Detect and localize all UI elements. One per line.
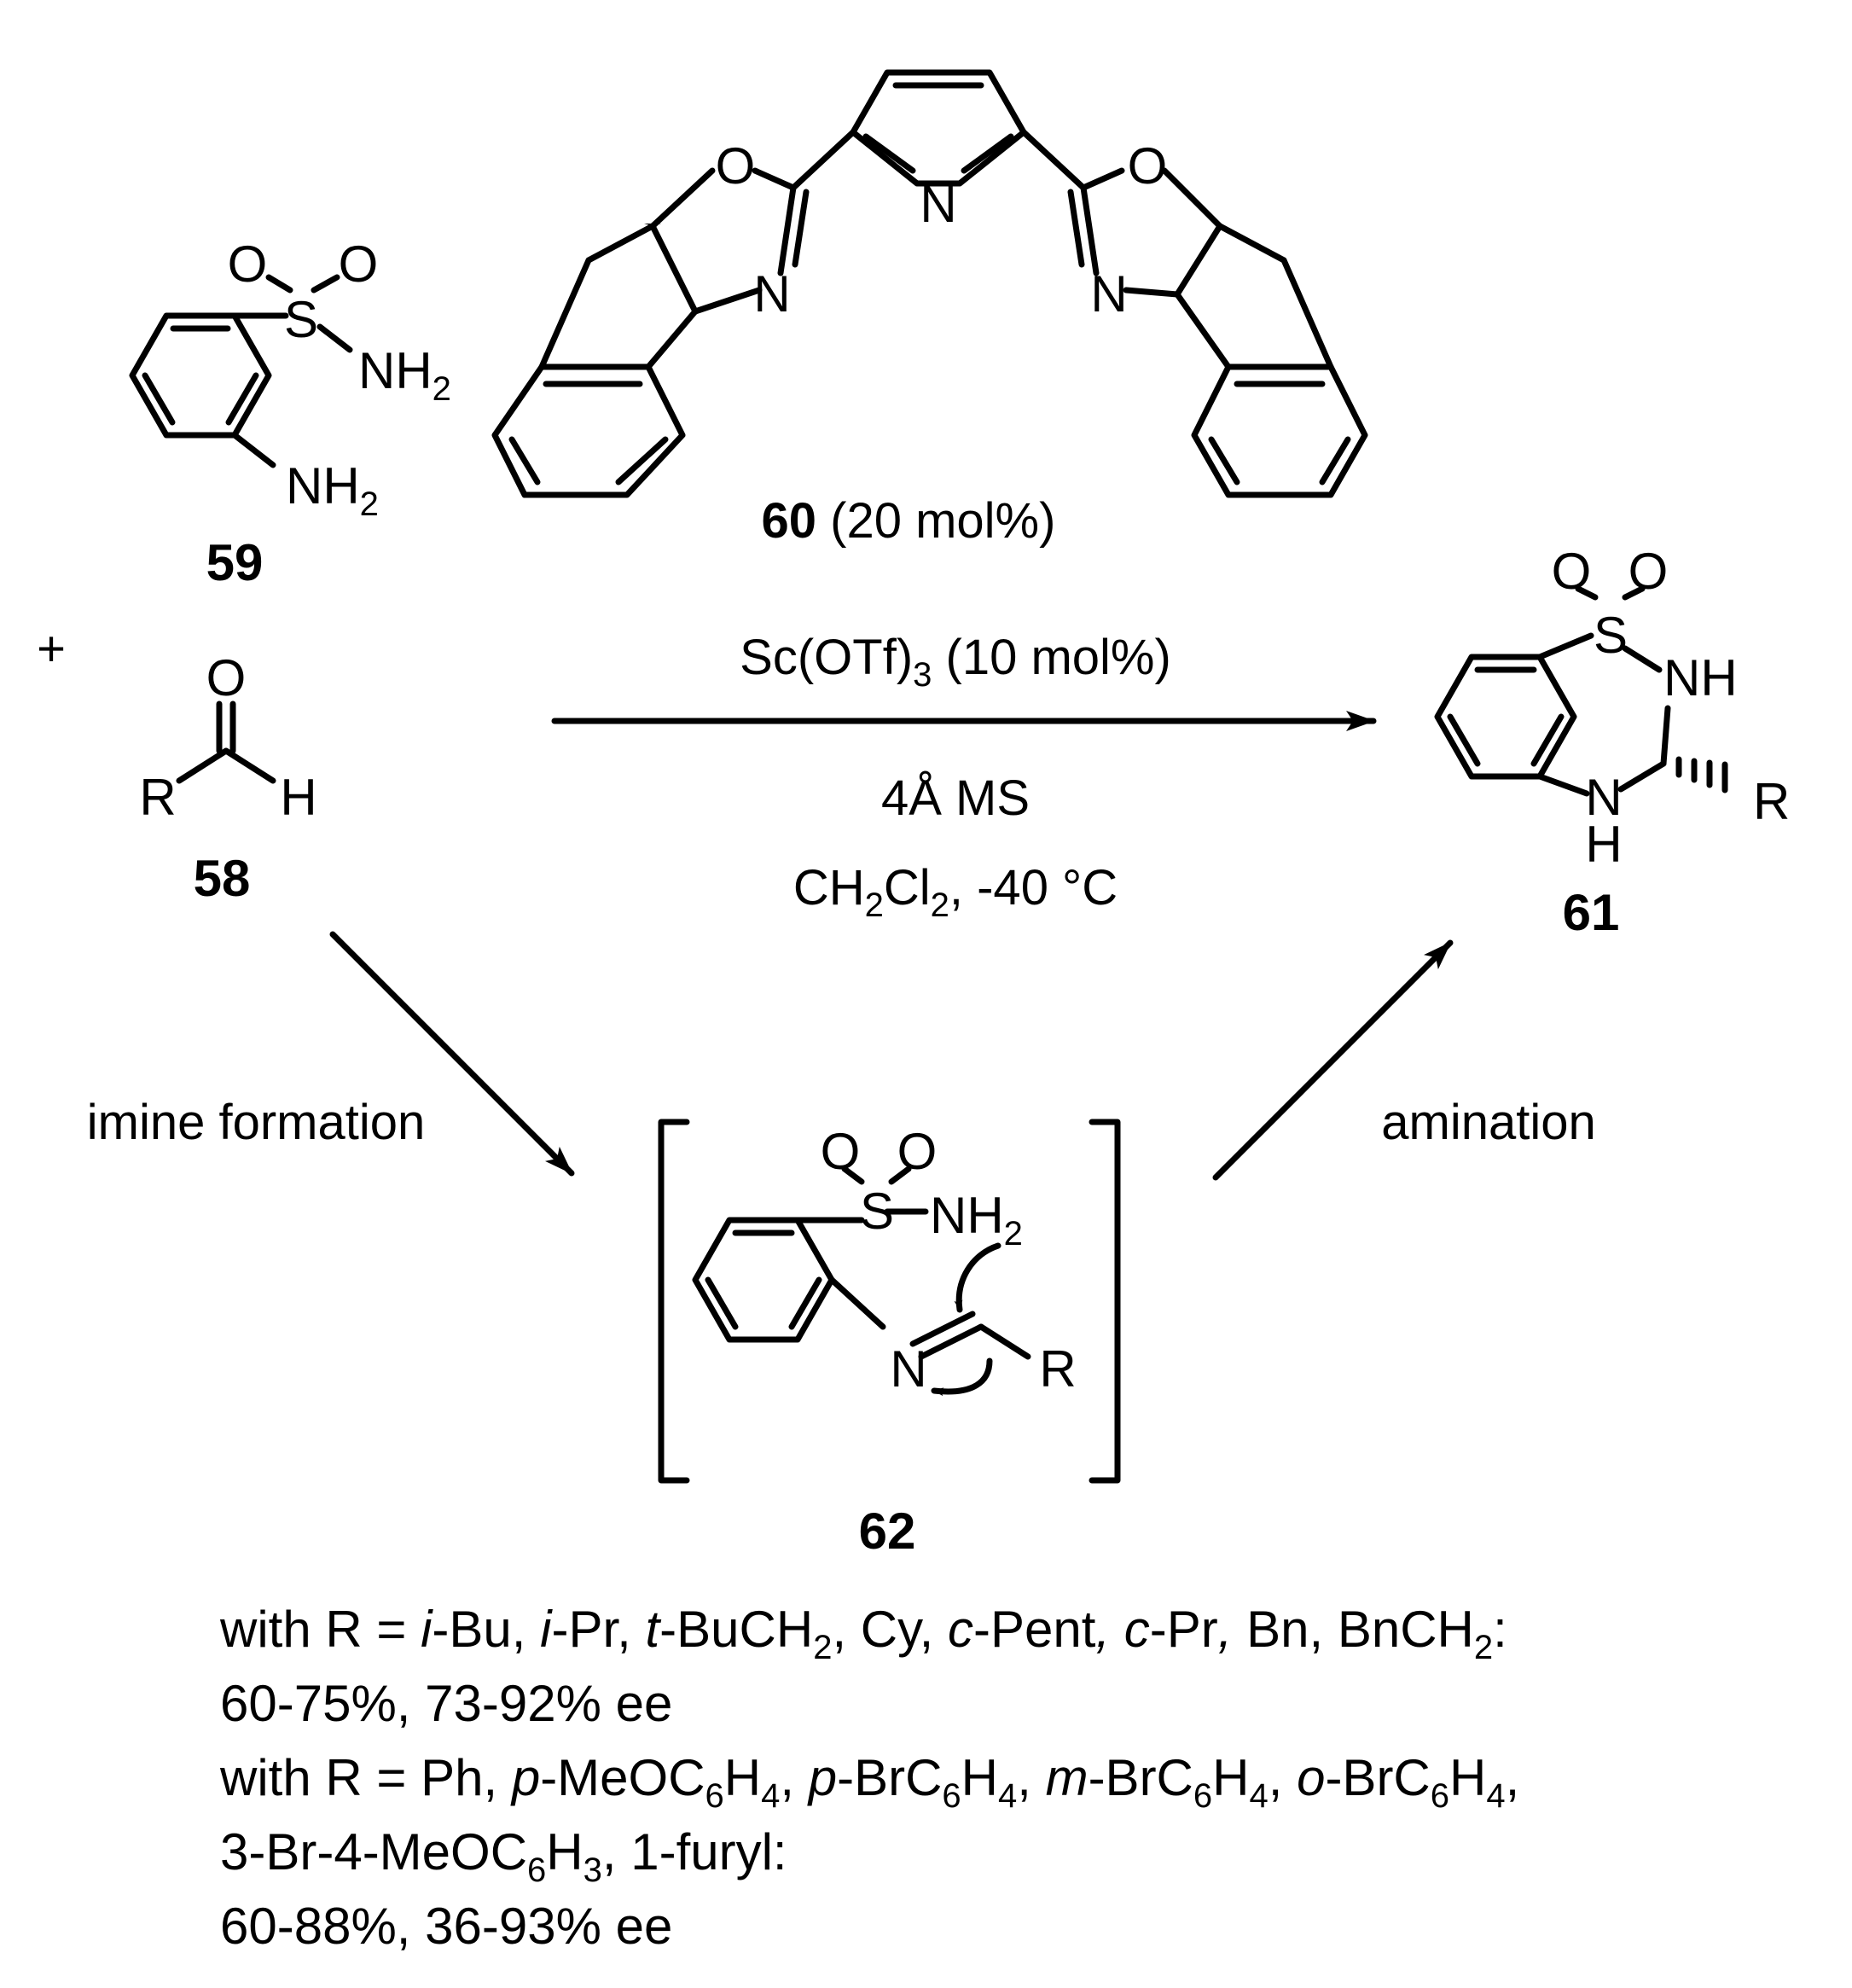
compound-label-60: 60 (20 mol%) xyxy=(762,493,1056,549)
oxygen-atom: O xyxy=(1552,543,1592,600)
oxygen-atom: O xyxy=(339,235,379,293)
scope-line-4: 3-Br-4-MeOC6H3, 1-furyl: xyxy=(220,1823,787,1889)
oxygen-atom: O xyxy=(897,1123,938,1180)
aldehyde-hydrogen: H xyxy=(280,769,316,826)
oxazoline-oxygen: O xyxy=(1128,137,1168,195)
oxazoline-oxygen: O xyxy=(716,137,756,195)
left-indanyl-oxazoline xyxy=(491,129,856,498)
oxazoline-nitrogen: N xyxy=(1090,265,1127,323)
scope-line-5: 60-88%, 36-93% ee xyxy=(220,1898,672,1955)
compound-60: N O N xyxy=(491,69,1368,549)
nh2-group: NH2 xyxy=(930,1187,1023,1253)
solvent-temperature-condition: CH2Cl2, -40 °C xyxy=(793,860,1118,924)
scope-line-3: with R = Ph, p-MeOC6H4, p-BrC6H4, m-BrC6… xyxy=(219,1749,1519,1815)
curved-arrow-electron xyxy=(931,1357,993,1397)
r-group: R xyxy=(1753,773,1790,830)
benzene-ring-59 xyxy=(129,312,272,439)
amine-nh2: NH2 xyxy=(286,457,379,523)
scope-line-1: with R = i-Bu, i-Pr, t-BuCH2, Cy, c-Pent… xyxy=(219,1601,1507,1666)
compound-58: O R H 58 xyxy=(139,649,316,907)
hashed-wedge-bond xyxy=(1675,756,1728,793)
oxazoline-nitrogen: N xyxy=(753,265,790,323)
right-indanyl-oxazoline xyxy=(1020,129,1368,498)
curved-arrow-attack xyxy=(954,1242,1001,1313)
pyridine-nitrogen: N xyxy=(920,176,956,233)
sulfur-atom: S xyxy=(284,291,318,348)
compound-61: O O S NH N H R 61 xyxy=(1434,543,1790,941)
imine-nitrogen: N xyxy=(890,1340,926,1398)
r-group: R xyxy=(1039,1340,1076,1398)
oxygen-atom: O xyxy=(228,235,268,293)
compound-label-59: 59 xyxy=(206,534,264,591)
sulfur-atom: S xyxy=(1594,607,1628,664)
oxygen-atom: O xyxy=(1628,543,1669,600)
amination-arrow xyxy=(1212,939,1454,1181)
catalyst-condition: Sc(OTf)3 (10 mol%) xyxy=(740,630,1171,694)
imine-formation-label: imine formation xyxy=(87,1095,425,1150)
scope-line-2: 60-75%, 73-92% ee xyxy=(220,1675,672,1732)
amination-label: amination xyxy=(1381,1095,1595,1150)
compound-label-62: 62 xyxy=(859,1503,916,1560)
molecular-sieves-condition: 4Å MS xyxy=(881,770,1030,826)
nitrogen-atom: N xyxy=(1585,769,1622,826)
imine-formation-arrow xyxy=(329,931,575,1177)
sulfonamide-nh2: NH2 xyxy=(358,342,451,408)
compound-label-58: 58 xyxy=(194,850,251,907)
pyridine-ring xyxy=(850,69,1027,187)
left-bracket xyxy=(658,1119,690,1484)
sulfur-atom: S xyxy=(860,1183,894,1240)
plus-sign: + xyxy=(37,621,66,677)
right-bracket xyxy=(1089,1119,1121,1484)
compound-label-61: 61 xyxy=(1563,884,1620,941)
nh-atom: NH xyxy=(1663,649,1738,706)
intermediate-62: O O S NH2 N R 62 xyxy=(658,1119,1121,1560)
hydrogen-atom: H xyxy=(1585,816,1622,873)
carbonyl-oxygen: O xyxy=(206,649,247,706)
oxygen-atom: O xyxy=(821,1123,861,1180)
r-group: R xyxy=(139,769,176,826)
compound-59: O O S NH2 NH2 59 xyxy=(129,235,451,591)
